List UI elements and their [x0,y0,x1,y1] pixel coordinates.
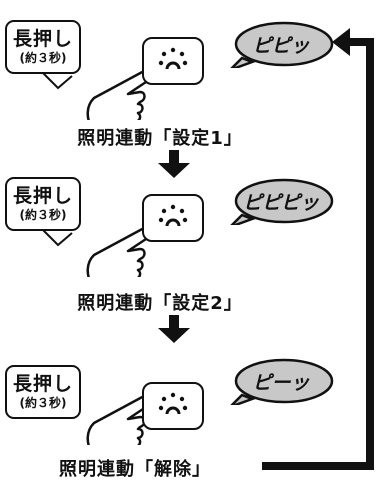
press-duration: (約３秒) [19,51,67,65]
mode-caption-2: 照明連動「設定2」 [77,293,243,314]
light-sensor-button-icon [158,204,188,227]
light-sensor-button[interactable] [142,37,204,85]
press-label-bubble: 長押し (約３秒) [5,177,81,231]
press-label: 長押し [12,28,73,50]
light-sensor-button[interactable] [142,194,204,242]
pressing-hand-icon [39,225,156,277]
press-duration: (約３秒) [19,208,67,222]
step-1: 長押し (約３秒) ピピッ [0,20,381,120]
step-2: 長押し (約３秒) ピピピッ [0,177,381,277]
press-label: 長押し [12,185,73,207]
sound-label: ピピピッ [242,192,319,214]
sound-label: ピーッ [252,372,310,394]
down-arrow-icon [158,315,190,343]
press-label-bubble: 長押し (約３秒) [5,365,81,419]
sound-bubble: ピピピッ [228,177,334,225]
press-duration: (約３秒) [19,396,67,410]
mode-caption-1: 照明連動「設定1」 [77,128,243,149]
step-3: 長押し (約３秒) ピーッ [0,345,381,445]
down-arrow-icon [158,150,190,178]
light-sensor-button-icon [158,47,188,70]
sound-label: ピピッ [252,35,310,57]
sound-bubble: ピピッ [228,20,334,68]
mode-caption-3: 照明連動「解除」 [59,459,211,480]
sound-bubble: ピーッ [228,357,334,405]
press-label-bubble: 長押し (約３秒) [5,20,81,74]
press-label: 長押し [12,373,73,395]
pressing-hand-icon [39,68,156,120]
light-sensor-button[interactable] [142,382,204,430]
light-sensor-button-icon [158,392,188,415]
